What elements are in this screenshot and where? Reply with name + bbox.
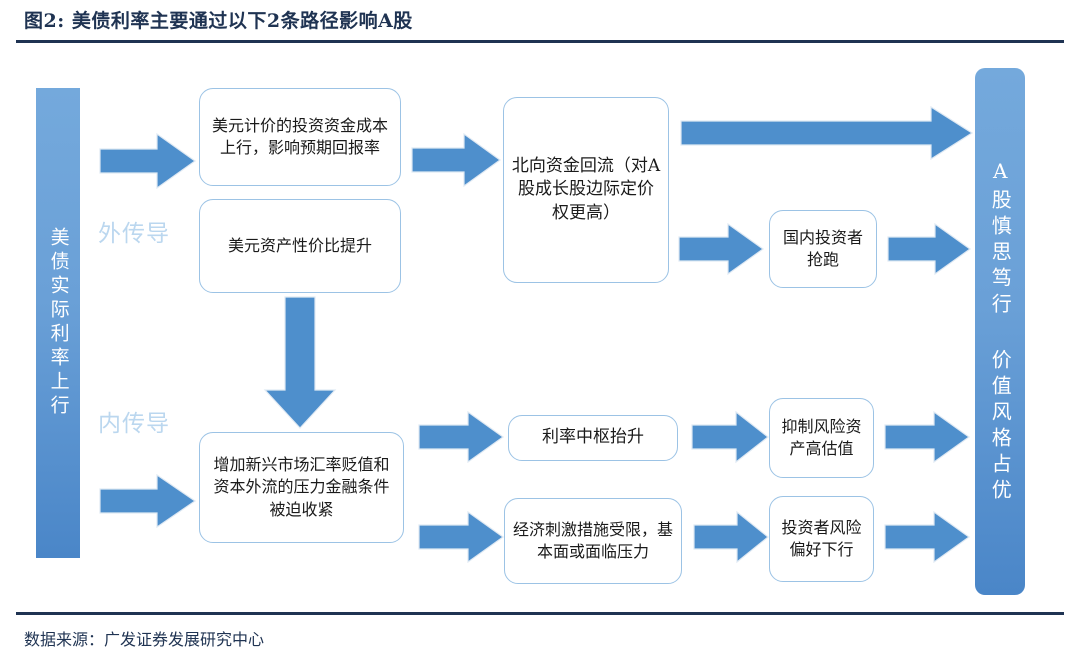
pillar-a-share-outcome: A股慎思笃行 价值风格占优 (975, 68, 1025, 595)
figure-title: 图2: 美债利率主要通过以下2条路径影响A股 (24, 10, 413, 32)
arrow-suppress-to-outcome (884, 410, 971, 466)
node-rate-center-rise: 利率中枢抬升 (508, 415, 678, 461)
pillar-left-label: 美债实际利率上行 (47, 227, 70, 419)
arrow-dollar-asset-to-em-pressure (263, 296, 337, 429)
pillar-us-real-rate: 美债实际利率上行 (36, 88, 80, 558)
arrow-stimulus-to-risk-appetite (693, 510, 769, 566)
source-note: 数据来源：广发证券发展研究中心 (24, 630, 265, 649)
node-risk-appetite-down: 投资者风险偏好下行 (769, 496, 874, 582)
node-dollar-asset-value: 美元资产性价比提升 (199, 199, 401, 293)
node-dollar-funding-cost: 美元计价的投资资金成本上行，影响预期回报率 (199, 88, 401, 186)
node-em-fx-pressure: 增加新兴市场汇率贬值和资本外流的压力金融条件被迫收紧 (199, 432, 404, 543)
node-northbound-outflow: 北向资金回流（对A股成长股边际定价权更高） (503, 97, 669, 283)
arrow-frontrun-to-outcome (887, 222, 972, 278)
node-domestic-frontrun: 国内投资者抢跑 (769, 210, 877, 288)
arrow-rate-center-to-suppress (691, 410, 769, 466)
flow-label-internal: 内传导 (98, 411, 170, 437)
source-divider (16, 612, 1064, 615)
arrow-pillar-to-dollar-cost (99, 132, 197, 192)
arrow-pillar-to-em-pressure (99, 473, 197, 531)
node-stimulus-constrained: 经济刺激措施受限，基本面或面临压力 (504, 498, 682, 584)
title-divider-top (16, 40, 1064, 43)
arrow-northbound-to-outcome (680, 105, 974, 163)
arrow-em-pressure-to-rate-center (418, 410, 505, 466)
pillar-right-label: A股慎思笃行 价值风格占优 (988, 158, 1013, 505)
arrow-risk-appetite-to-outcome (884, 510, 971, 566)
arrow-em-pressure-to-stimulus (418, 510, 505, 566)
arrow-northbound-to-frontrun (678, 222, 765, 278)
arrow-dollar-cost-to-northbound (411, 132, 502, 190)
node-suppress-valuation: 抑制风险资产高估值 (769, 398, 874, 478)
flow-label-external: 外传导 (98, 221, 170, 247)
